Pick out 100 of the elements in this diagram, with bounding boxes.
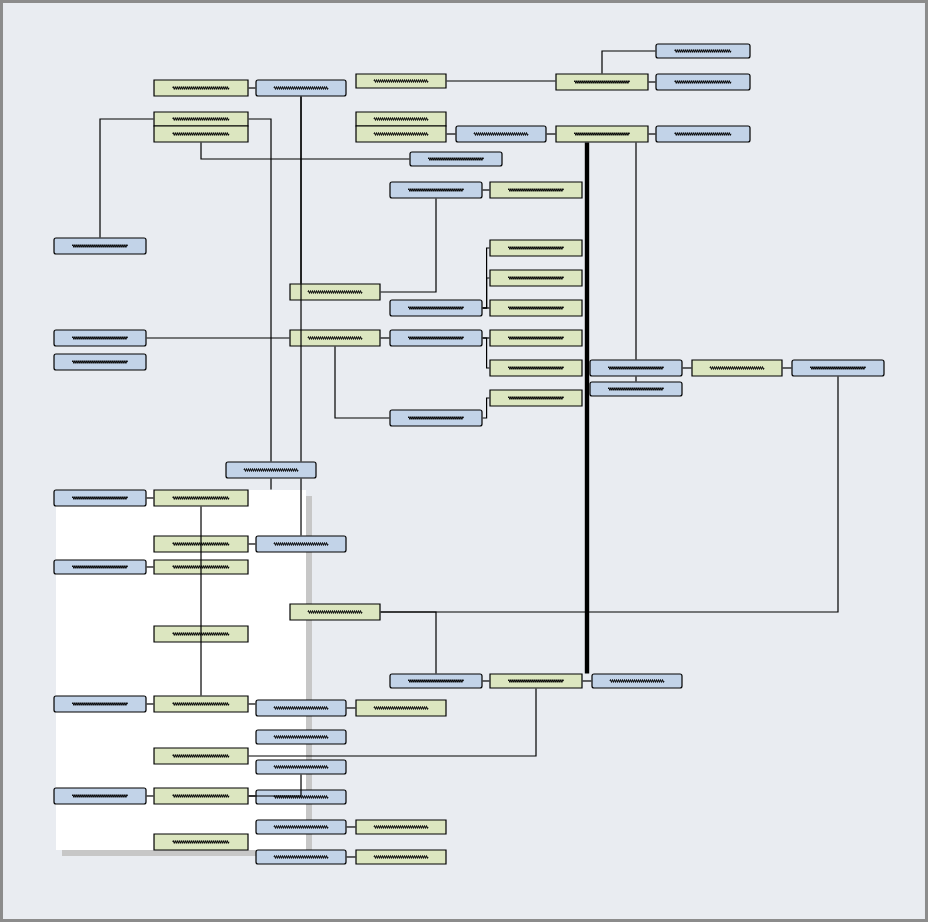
- connector: [146, 795, 154, 797]
- box: [153, 747, 249, 765]
- box: [555, 73, 649, 91]
- connector: [782, 367, 792, 369]
- box: [489, 389, 583, 407]
- box: [255, 849, 347, 865]
- connector: [380, 611, 437, 674]
- connector: [546, 133, 556, 135]
- connector: [334, 346, 390, 419]
- box: [53, 353, 147, 371]
- connector: [601, 50, 656, 74]
- box: [255, 759, 347, 775]
- connector: [682, 367, 692, 369]
- box: [589, 359, 683, 377]
- box: [489, 359, 583, 377]
- box: [489, 239, 583, 257]
- connector: [446, 80, 556, 82]
- box: [555, 125, 649, 143]
- box: [655, 125, 751, 143]
- box: [389, 299, 483, 317]
- connector: [146, 497, 154, 499]
- box: [53, 695, 147, 713]
- box: [225, 461, 317, 479]
- box: [53, 237, 147, 255]
- connector: [248, 118, 272, 462]
- box: [355, 819, 447, 835]
- box: [655, 73, 751, 91]
- box: [591, 673, 683, 689]
- box: [153, 111, 249, 127]
- box: [355, 73, 447, 89]
- box: [655, 43, 751, 59]
- box: [153, 535, 249, 553]
- box: [589, 381, 683, 397]
- box: [791, 359, 885, 377]
- box: [53, 489, 147, 507]
- connector: [200, 142, 410, 160]
- connector: [482, 680, 490, 682]
- connector: [482, 189, 490, 191]
- connector: [146, 703, 154, 705]
- box: [255, 819, 347, 835]
- connector: [584, 142, 590, 674]
- box: [389, 181, 483, 199]
- connector: [146, 337, 290, 339]
- connector: [300, 96, 302, 462]
- box: [255, 789, 347, 805]
- connector: [482, 307, 490, 309]
- box: [355, 849, 447, 865]
- box: [255, 729, 347, 745]
- box: [153, 125, 249, 143]
- connector: [648, 81, 656, 83]
- connector: [380, 198, 437, 293]
- connector: [248, 703, 256, 705]
- connector: [446, 133, 456, 135]
- connector: [99, 118, 154, 238]
- box: [489, 299, 583, 317]
- box: [289, 329, 381, 347]
- box: [255, 699, 347, 717]
- connector: [582, 680, 592, 682]
- box: [153, 625, 249, 643]
- connector: [482, 397, 490, 419]
- box: [489, 181, 583, 199]
- box: [153, 79, 249, 97]
- connector: [482, 337, 490, 339]
- connector: [346, 707, 356, 709]
- connector: [635, 142, 637, 360]
- connector: [146, 566, 154, 568]
- box: [409, 151, 503, 167]
- box: [289, 603, 381, 621]
- connector: [248, 774, 302, 797]
- box: [489, 329, 583, 347]
- connector: [648, 133, 656, 135]
- box: [355, 699, 447, 717]
- connector: [300, 478, 302, 536]
- connector: [248, 688, 537, 757]
- box: [355, 125, 447, 143]
- box: [389, 329, 483, 347]
- connector: [270, 478, 272, 490]
- box: [153, 787, 249, 805]
- box: [153, 559, 249, 575]
- box: [153, 489, 249, 507]
- box: [153, 695, 249, 713]
- box: [489, 269, 583, 287]
- connector: [200, 506, 202, 696]
- connector: [635, 376, 637, 382]
- box: [489, 673, 583, 689]
- box: [389, 409, 483, 427]
- connector: [380, 337, 390, 339]
- box: [455, 125, 547, 143]
- box: [53, 559, 147, 575]
- box: [255, 535, 347, 553]
- box: [691, 359, 783, 377]
- box: [355, 111, 447, 127]
- connector: [482, 337, 490, 369]
- connector: [346, 856, 356, 858]
- box: [53, 329, 147, 347]
- box: [255, 79, 347, 97]
- box: [153, 833, 249, 851]
- box: [389, 673, 483, 689]
- box: [53, 787, 147, 805]
- connector: [482, 277, 490, 309]
